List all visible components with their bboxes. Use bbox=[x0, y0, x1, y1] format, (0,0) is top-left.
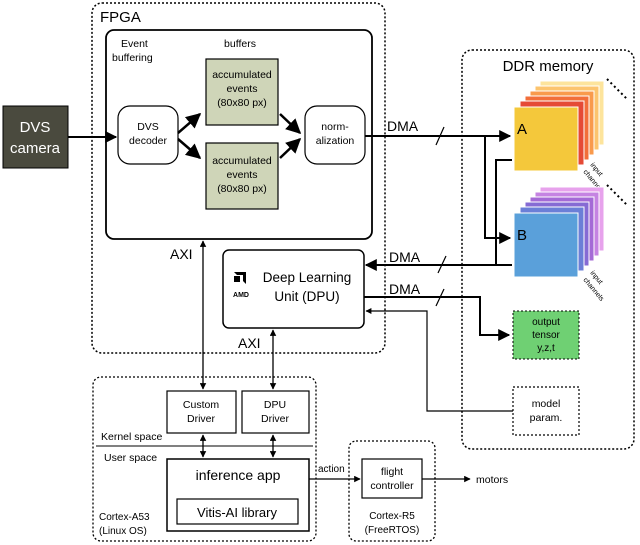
decoder-to-buffer-b-arrow bbox=[177, 138, 202, 159]
dpu-driver-label-2: Driver bbox=[261, 413, 290, 425]
accumulated-events-buffer-a bbox=[205, 58, 279, 126]
dpu-label-2: Unit (DPU) bbox=[274, 289, 339, 304]
dpu-box bbox=[222, 249, 365, 329]
user-space-label: User space bbox=[104, 452, 157, 464]
output-tensor-label-3: y,z,t bbox=[537, 343, 555, 354]
amd-logo-icon: AMD bbox=[233, 272, 249, 299]
accumulated-events-buffer-b bbox=[205, 142, 279, 210]
model-params-to-dpu-arrow bbox=[365, 308, 513, 412]
buffer-b-letter: B bbox=[517, 227, 527, 244]
custom-driver-label-2: Driver bbox=[187, 413, 216, 425]
amd-logo-text: AMD bbox=[233, 292, 249, 299]
buffer-b-label: accumulated bbox=[212, 155, 272, 167]
event-buffering-label-2: buffering bbox=[112, 52, 153, 64]
cortex-r5-container bbox=[348, 440, 436, 542]
ddr-memory-container bbox=[461, 49, 635, 450]
buffer-a-to-norm-arrow bbox=[279, 113, 302, 135]
dma-label-3: DMA bbox=[389, 281, 421, 297]
buffer-b-label-2: events bbox=[227, 169, 258, 181]
dma-branch-to-buffer-b bbox=[484, 136, 512, 244]
inference-app-label: inference app bbox=[196, 467, 281, 483]
buffer-b-label-3: (80x80 px) bbox=[217, 183, 267, 195]
dvs-decoder-label-2: decoder bbox=[129, 135, 167, 147]
dma-slash-2 bbox=[437, 255, 447, 274]
dvs-camera-label: DVS bbox=[20, 119, 51, 136]
output-tensor-label-2: tensor bbox=[532, 330, 560, 341]
buffer-a-label-3: (80x80 px) bbox=[217, 97, 267, 109]
output-tensor-label: output bbox=[532, 317, 560, 328]
dpu-driver-label: DPU bbox=[264, 399, 286, 411]
axi-label-2: AXI bbox=[238, 335, 261, 351]
decoder-to-buffer-a-arrow bbox=[177, 113, 202, 134]
kernel-space-label: Kernel space bbox=[101, 431, 162, 443]
dma-slash-3 bbox=[435, 288, 445, 307]
action-label: action bbox=[318, 464, 345, 475]
axi-label-1: AXI bbox=[170, 246, 193, 262]
flight-controller-label-2: controller bbox=[370, 480, 414, 492]
dma-buffers-to-dpu-arrow bbox=[364, 159, 512, 271]
model-params-box bbox=[512, 386, 580, 436]
dpu-label: Deep Learning bbox=[263, 270, 352, 285]
normalization-label: norm- bbox=[321, 121, 349, 133]
fpga-container bbox=[91, 2, 386, 354]
cortex-r5-label: Cortex-R5 bbox=[369, 511, 415, 522]
cortex-a53-label: Cortex-A53 bbox=[99, 512, 150, 523]
model-params-label-2: param. bbox=[530, 412, 563, 424]
stack-b-depth-dots bbox=[606, 184, 628, 206]
cortex-a53-container bbox=[92, 376, 317, 542]
dma-label-1: DMA bbox=[387, 118, 419, 134]
output-tensor-box bbox=[512, 310, 580, 360]
input-buffer-b-stack bbox=[513, 186, 605, 278]
ddr-memory-title: DDR memory bbox=[503, 58, 594, 75]
buffer-a-label: accumulated bbox=[212, 69, 272, 81]
dma-dpu-to-output-arrow bbox=[364, 296, 511, 341]
custom-driver-box bbox=[166, 390, 237, 434]
flight-controller-label: flight bbox=[381, 466, 403, 478]
dvs-decoder-box bbox=[117, 105, 179, 165]
fpga-title: FPGA bbox=[100, 9, 141, 26]
buffer-a-letter: A bbox=[517, 121, 527, 138]
dma-label-2: DMA bbox=[389, 249, 421, 265]
custom-driver-label: Custom bbox=[183, 399, 219, 411]
vitis-ai-library-label: Vitis-AI library bbox=[197, 505, 277, 520]
buffers-label: buffers bbox=[224, 38, 256, 50]
normalization-label-2: alization bbox=[316, 135, 355, 147]
event-buffering-label: Event bbox=[121, 38, 148, 50]
motors-label: motors bbox=[476, 474, 508, 486]
buffer-a-label-2: events bbox=[227, 83, 258, 95]
flight-controller-box bbox=[361, 458, 423, 499]
dma-slash-1 bbox=[435, 126, 445, 146]
dpu-driver-box bbox=[241, 390, 310, 434]
input-buffer-a-stack bbox=[513, 80, 605, 172]
dvs-camera-box bbox=[2, 105, 69, 169]
cortex-a53-label-2: (Linux OS) bbox=[99, 526, 147, 537]
vitis-ai-library-box bbox=[176, 498, 299, 525]
model-params-label: model bbox=[532, 398, 561, 410]
dvs-decoder-label: DVS bbox=[137, 121, 159, 133]
cortex-r5-label-2: (FreeRTOS) bbox=[365, 525, 420, 536]
dvs-camera-label-2: camera bbox=[10, 140, 61, 157]
stack-a-depth-dots bbox=[606, 78, 628, 100]
buffer-b-to-norm-arrow bbox=[279, 137, 302, 159]
